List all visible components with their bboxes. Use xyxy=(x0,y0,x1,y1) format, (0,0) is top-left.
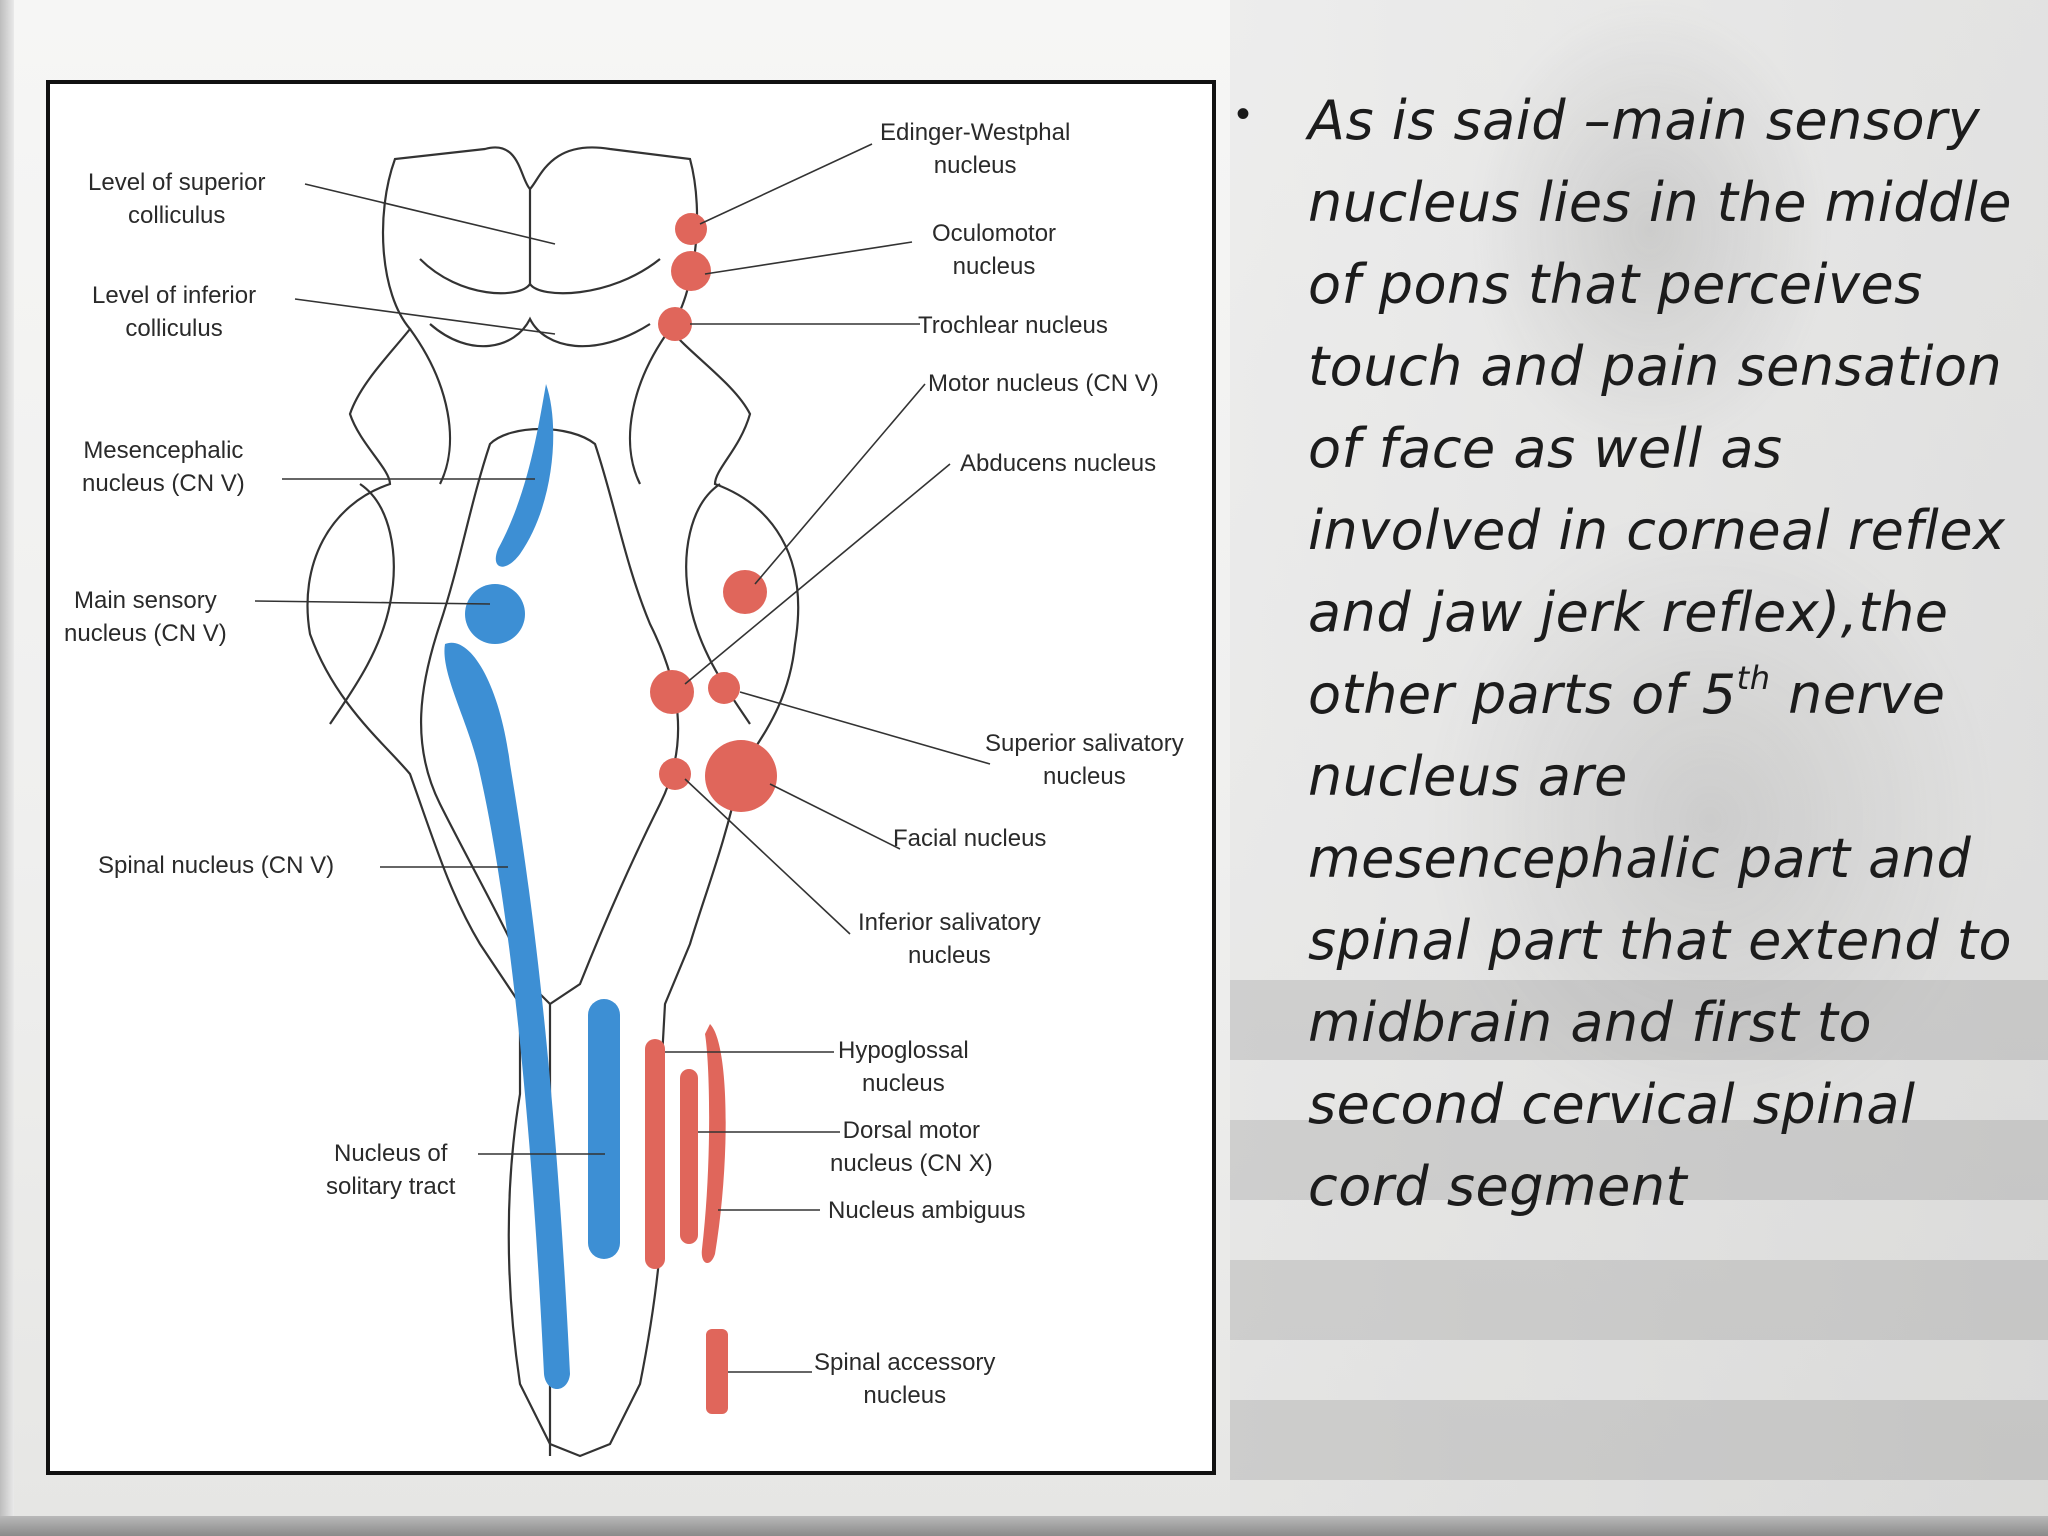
hypoglossal-nucleus-shape xyxy=(645,1039,665,1269)
edinger-westphal-nucleus-shape xyxy=(675,213,707,245)
leader-line xyxy=(704,241,913,275)
label-motor-nucleus: Motor nucleus (CN V) xyxy=(928,370,1159,397)
leader-line xyxy=(294,298,556,335)
bullet-text-part-2: nerve nucleus are mesencephalic part and… xyxy=(1308,663,2013,1218)
spinal-nucleus-shape xyxy=(444,642,570,1389)
bullet-text: As is said –main sensory nucleus lies in… xyxy=(1308,80,2028,1228)
spinal-accessory-nucleus-shape xyxy=(706,1329,728,1414)
dorsal-motor-nucleus-shape xyxy=(680,1069,698,1244)
oculomotor-nucleus-shape xyxy=(671,251,711,291)
mesencephalic-nucleus-shape xyxy=(495,384,554,567)
label-trochlear-nucleus: Trochlear nucleus xyxy=(918,312,1108,339)
motor-nucleus-shape xyxy=(723,570,767,614)
leader-lines xyxy=(254,143,991,1373)
leader-line xyxy=(684,463,951,685)
solitary-tract-shape xyxy=(588,999,620,1259)
main-sensory-nucleus-shape xyxy=(465,584,525,644)
shirt-stripe xyxy=(1230,1120,2048,1200)
bullet-text-part-1: As is said –main sensory nucleus lies in… xyxy=(1308,89,2012,726)
bullet-superscript: th xyxy=(1736,659,1771,697)
left-peduncle-line xyxy=(409,328,452,485)
left-cerebellar-peduncle xyxy=(329,483,395,725)
leader-line xyxy=(754,383,926,585)
label-abducens-nucleus: Abducens nucleus xyxy=(960,450,1157,477)
leader-line xyxy=(684,778,851,935)
superior-salivatory-nucleus-shape xyxy=(708,672,740,704)
shirt-stripe xyxy=(1230,980,2048,1060)
leader-line xyxy=(254,600,491,605)
motor-nuclei xyxy=(645,213,777,1414)
leader-line xyxy=(739,691,991,765)
brainstem-outline-svg xyxy=(254,143,991,1458)
leader-line xyxy=(769,783,901,850)
colliculi-boundary xyxy=(419,258,661,295)
label-nucleus-ambiguus: Nucleus ambiguus xyxy=(828,1197,1026,1224)
inferior-salivatory-nucleus-shape xyxy=(659,758,691,790)
facial-nucleus-shape xyxy=(705,740,777,812)
leader-line xyxy=(699,143,873,225)
presenter-photo-background xyxy=(1230,0,2048,1536)
label-spinal-nucleus: Spinal nucleus (CN V) xyxy=(98,852,335,879)
leader-line xyxy=(304,183,556,245)
fourth-ventricle-floor xyxy=(420,428,680,1006)
label-facial-nucleus: Facial nucleus xyxy=(893,825,1047,852)
shirt-stripe xyxy=(1230,1260,2048,1340)
slide-frame-left xyxy=(0,0,14,1536)
right-peduncle-line xyxy=(628,328,671,485)
inferior-colliculi-boundary xyxy=(429,316,651,348)
trochlear-nucleus-shape xyxy=(658,307,692,341)
sensory-nuclei xyxy=(444,384,620,1389)
slide-frame-bottom xyxy=(0,1516,2048,1536)
bullet-marker: • xyxy=(1236,92,1251,136)
shirt-stripe xyxy=(1230,1400,2048,1480)
abducens-nucleus-shape xyxy=(650,670,694,714)
nucleus-ambiguus-shape xyxy=(701,1024,726,1264)
